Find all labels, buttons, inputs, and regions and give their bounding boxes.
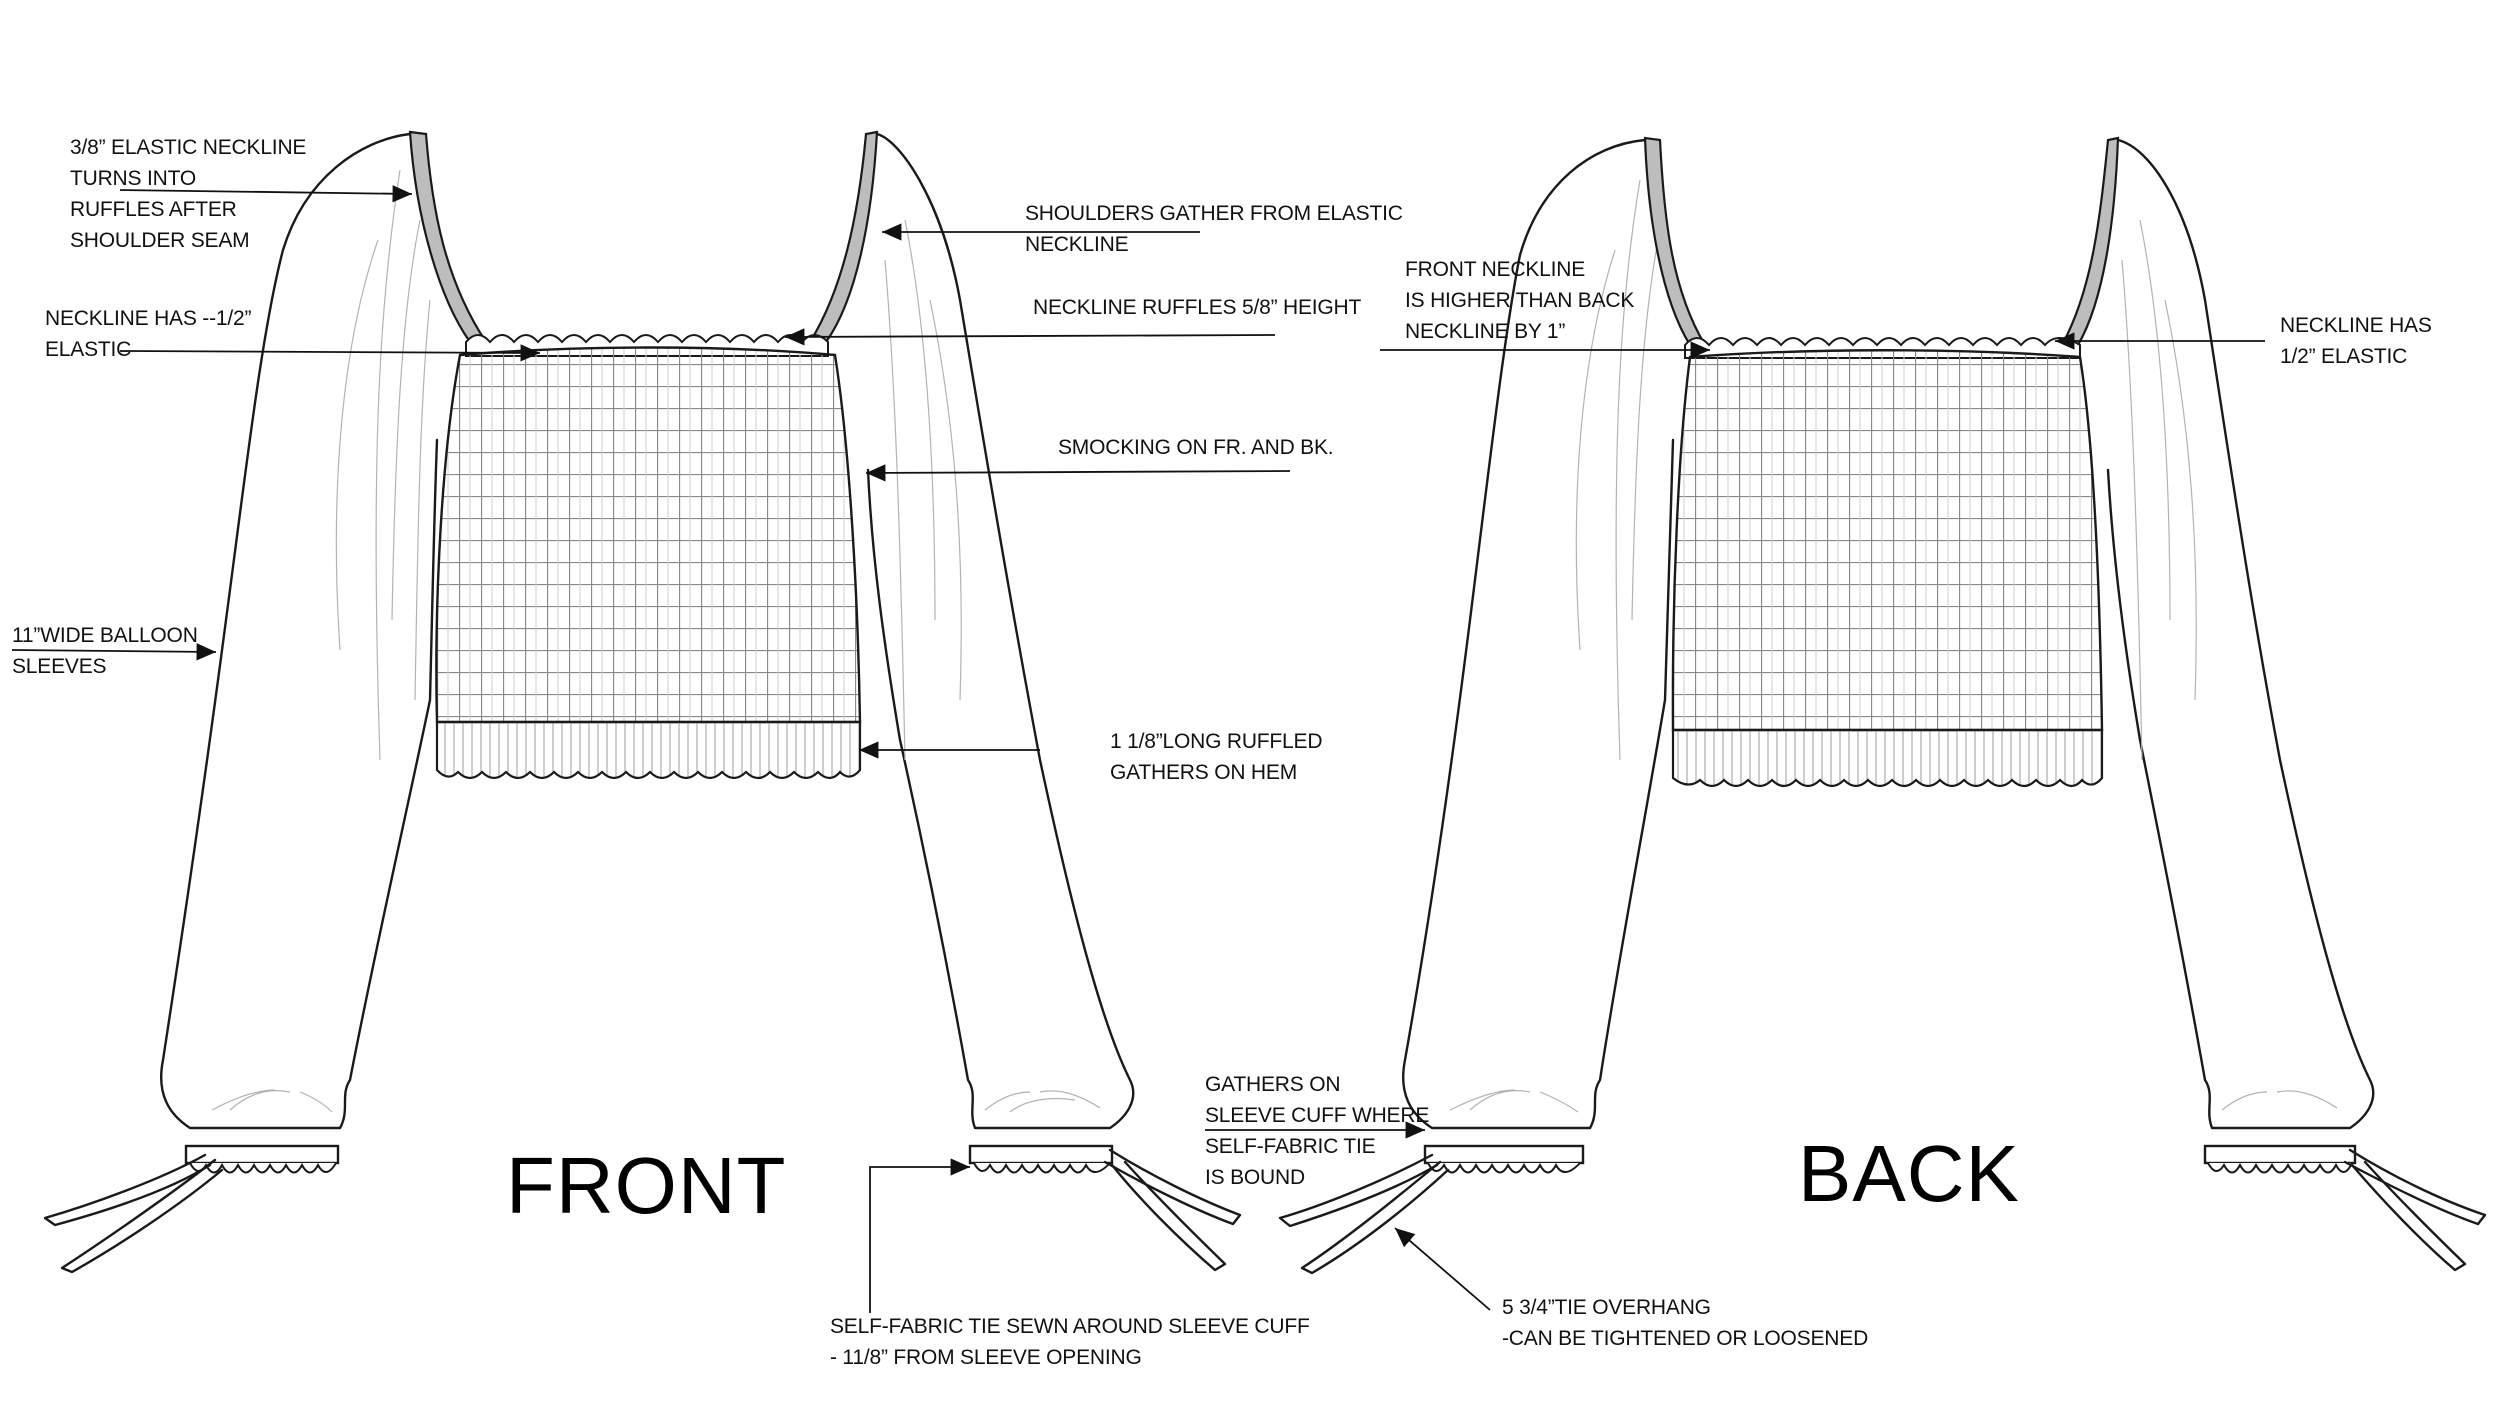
callout-neckline-ruffles: NECKLINE RUFFLES 5/8” HEIGHT: [1033, 296, 1362, 319]
back-right-sleeve: [2106, 138, 2487, 1272]
callout-balloon-sleeves: 11”WIDE BALLOON SLEEVES: [12, 624, 198, 678]
callout-cuff-tie: SELF-FABRIC TIE SEWN AROUND SLEEVE CUFF …: [830, 1315, 1310, 1369]
front-view-garment: [43, 130, 1242, 1274]
back-smocked-bodice: [1671, 349, 2104, 732]
front-right-sleeve: [866, 132, 1242, 1272]
front-left-shoulder-strap: [408, 130, 489, 344]
callout-shoulders-gather: SHOULDERS GATHER FROM ELASTIC NECKLINE: [1025, 202, 1403, 256]
back-hem-ruffle: [1671, 728, 2104, 788]
front-view-label: FRONT: [506, 1141, 787, 1230]
front-smocked-bodice: [435, 346, 862, 724]
callout-tie-overhang: 5 3/4”TIE OVERHANG -CAN BE TIGHTENED OR …: [1502, 1296, 1869, 1350]
back-left-shoulder-strap: [1643, 136, 1707, 347]
back-left-sleeve: [1278, 138, 1675, 1275]
front-left-sleeve: [43, 132, 439, 1274]
back-view-label: BACK: [1798, 1129, 2020, 1218]
callout-back-neckline-elastic: NECKLINE HAS 1/2” ELASTIC: [2280, 314, 2432, 368]
back-view-garment: [1278, 136, 2487, 1275]
front-right-shoulder-strap: [808, 130, 879, 344]
back-right-shoulder-strap: [2060, 136, 2120, 347]
callout-hem-ruffle: 1 1/8”LONG RUFFLED GATHERS ON HEM: [1110, 730, 1323, 784]
callout-neckline-half-inch: NECKLINE HAS --1/2” ELASTIC: [45, 307, 252, 361]
callout-elastic-neckline: 3/8” ELASTIC NECKLINE TURNS INTO RUFFLES…: [70, 136, 307, 252]
callout-smocking: SMOCKING ON FR. AND BK.: [1058, 436, 1334, 459]
leader-lines: [11, 185, 2265, 1313]
front-hem-ruffle: [435, 720, 862, 780]
callout-front-neckline-higher: FRONT NECKLINE IS HIGHER THAN BACK NECKL…: [1405, 258, 1635, 343]
callout-cuff-gathers: GATHERS ON SLEEVE CUFF WHERE SELF-FABRIC…: [1205, 1073, 1430, 1189]
